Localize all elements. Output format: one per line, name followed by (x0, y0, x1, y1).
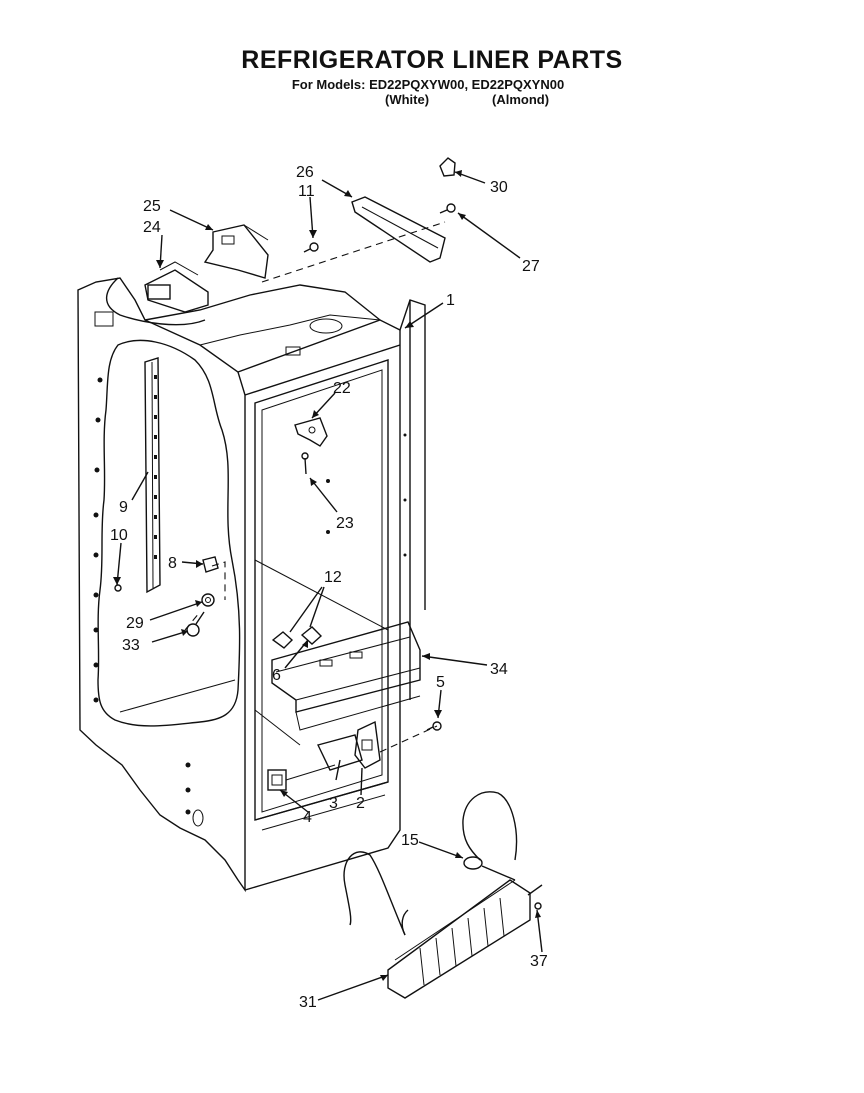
callout-1: 1 (446, 292, 455, 309)
callout-8: 8 (168, 555, 177, 572)
callout-33: 33 (122, 637, 140, 654)
callout-23: 23 (336, 515, 354, 532)
part-5-screw (426, 721, 442, 731)
diagram-title: REFRIGERATOR LINER PARTS (241, 46, 623, 74)
color-almond: (Almond) (492, 92, 550, 107)
color-white: (White) (385, 92, 430, 107)
callout-27: 27 (522, 258, 540, 275)
part-8-clip (202, 556, 219, 573)
callout-29: 29 (126, 615, 144, 632)
callout-12: 12 (324, 569, 342, 586)
callout-37: 37 (530, 953, 548, 970)
callout-5: 5 (436, 674, 445, 691)
part-10-screw (114, 584, 122, 592)
part-23-screw (301, 452, 309, 475)
callout-labels: 26 11 30 25 24 27 1 22 9 23 10 12 8 29 3… (110, 164, 548, 1011)
callout-9: 9 (119, 499, 128, 516)
callout-11: 11 (298, 183, 315, 200)
part-33-bulb (186, 611, 205, 637)
part-29-grommet (201, 593, 215, 607)
part-4-light-socket (267, 764, 336, 791)
callout-3: 3 (329, 795, 338, 812)
callout-31: 31 (299, 994, 317, 1011)
part-26-bracket (351, 196, 446, 263)
part-30-clip (439, 157, 456, 177)
callout-26: 26 (296, 164, 314, 181)
callout-25: 25 (143, 198, 161, 215)
callout-34: 34 (490, 661, 508, 678)
part-24-light-housing (144, 261, 209, 313)
callout-4: 4 (303, 809, 312, 826)
callout-6: 6 (272, 667, 281, 684)
part-15-thermostat (463, 856, 516, 881)
liner-cabinet (77, 277, 426, 893)
callout-24: 24 (143, 219, 161, 236)
part-12-clip-left (271, 631, 294, 649)
part-25-bracket (203, 224, 269, 279)
callout-15: 15 (401, 832, 419, 849)
part-31-defrost-heater (343, 791, 531, 999)
part-27-screw (439, 203, 456, 214)
callout-30: 30 (490, 179, 508, 196)
part-37-screw (527, 884, 543, 910)
callout-10: 10 (110, 527, 128, 544)
part-34-shelf-support (271, 621, 421, 731)
part-3-damper (317, 734, 363, 771)
part-22-bracket (294, 417, 328, 447)
part-2-bracket (354, 720, 381, 769)
leader-lines (113, 170, 543, 1001)
models-line: For Models: ED22PQXYW00, ED22PQXYN00 (291, 77, 565, 92)
callout-2: 2 (356, 795, 365, 812)
part-12-clip-right (300, 626, 323, 645)
callout-22: 22 (333, 380, 351, 397)
shelf-rail (144, 357, 161, 594)
part-11-screw (303, 242, 319, 253)
